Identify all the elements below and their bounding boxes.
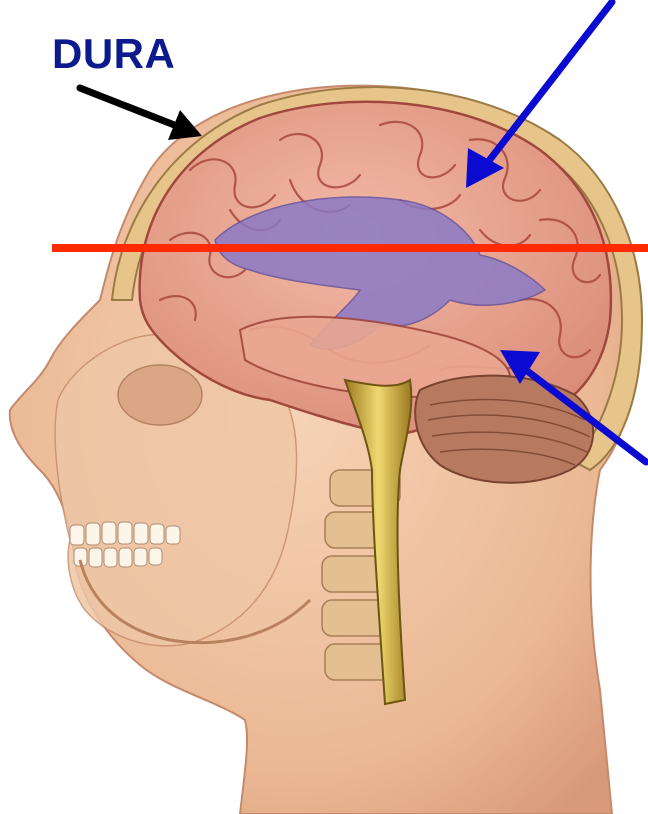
arrow-down-right-icon [80, 88, 202, 140]
dura-label: DURA [52, 30, 175, 78]
cerebellum [415, 376, 593, 483]
